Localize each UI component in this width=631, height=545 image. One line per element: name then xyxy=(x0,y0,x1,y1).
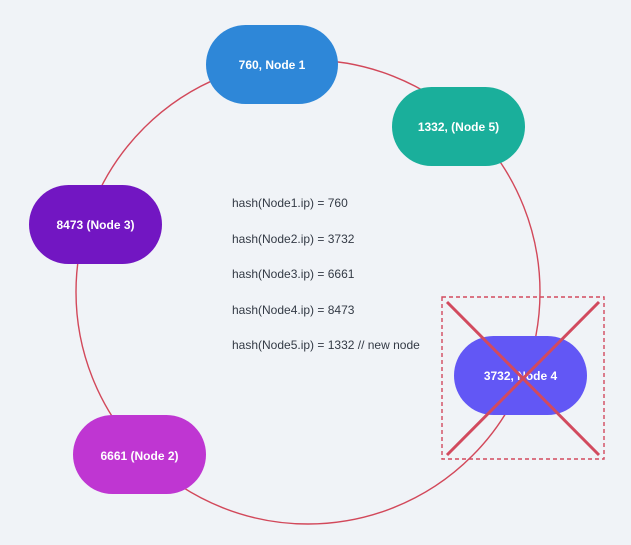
node-1[interactable]: 760, Node 1 xyxy=(206,25,338,104)
node-4-removal-mark xyxy=(441,296,605,460)
node-2-pill xyxy=(73,415,206,494)
removal-x-stroke-2 xyxy=(445,300,601,457)
hash-line-node1: hash(Node1.ip) = 760 xyxy=(232,196,348,210)
node-3[interactable]: 8473 (Node 3) xyxy=(29,185,162,264)
hash-line-node4: hash(Node4.ip) = 8473 xyxy=(232,303,355,317)
node-1-pill xyxy=(206,25,338,104)
node-2-label: 6661 (Node 2) xyxy=(100,449,178,463)
hash-line-node2: hash(Node2.ip) = 3732 xyxy=(232,232,355,246)
node-2[interactable]: 6661 (Node 2) xyxy=(73,415,206,494)
hash-line-node5: hash(Node5.ip) = 1332 // new node xyxy=(232,338,420,352)
node-5-pill xyxy=(392,87,525,166)
node-5[interactable]: 1332, (Node 5) xyxy=(392,87,525,166)
removal-dashed-box xyxy=(441,296,605,460)
node-3-pill xyxy=(29,185,162,264)
node-1-label: 760, Node 1 xyxy=(239,58,306,72)
hash-line-node3: hash(Node3.ip) = 6661 xyxy=(232,267,355,281)
node-5-label: 1332, (Node 5) xyxy=(418,120,499,134)
node-3-label: 8473 (Node 3) xyxy=(56,218,134,232)
